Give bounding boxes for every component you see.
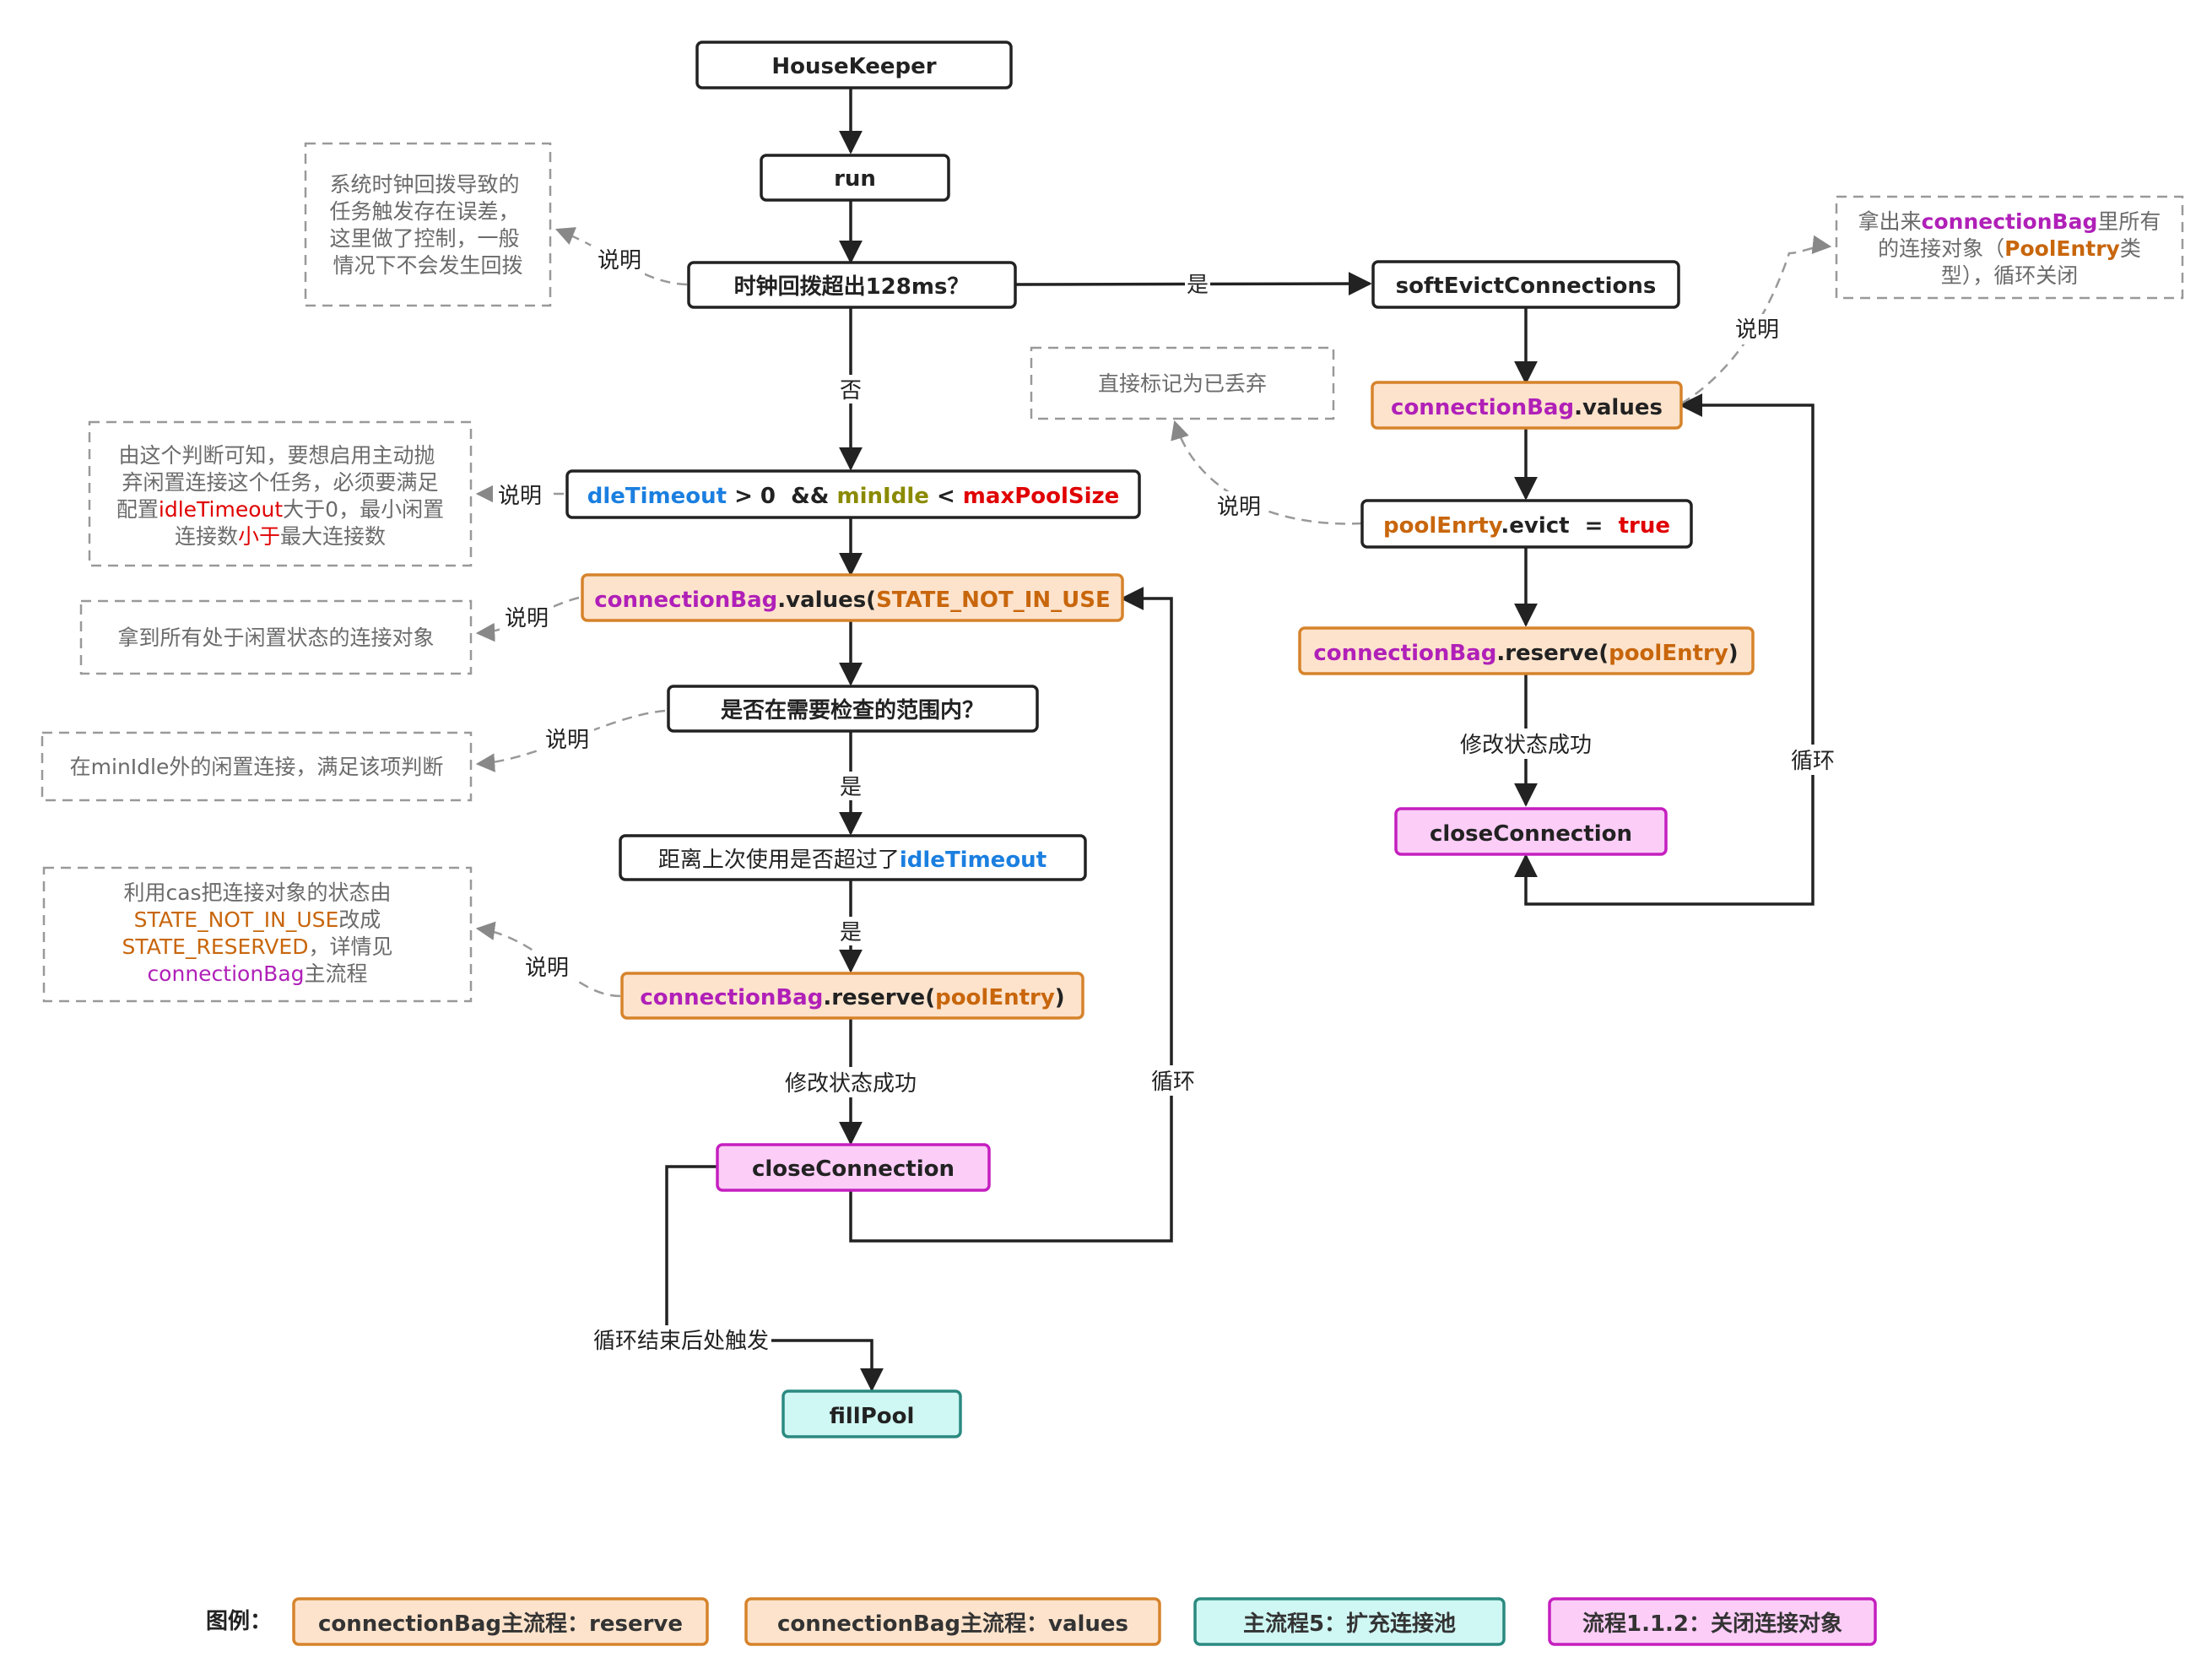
legend-item-fillpool-label: 主流程5：扩充连接池 bbox=[1243, 1611, 1456, 1637]
legend-title: 图例： bbox=[206, 1609, 272, 1634]
note-getall-box bbox=[79, 599, 473, 675]
node-fillpool-label: fillPool bbox=[830, 1404, 915, 1429]
note-cas-line-1: 利用cas把连接对象的状态由 bbox=[123, 880, 391, 905]
flow-edges bbox=[665, 89, 1814, 1392]
label-loop-end: 循环结束后处触发 bbox=[593, 1329, 769, 1354]
node-close-right-label: closeConnection bbox=[1430, 821, 1632, 847]
legend-item-reserve bbox=[292, 1597, 709, 1646]
label-explain-inrange: 说明 bbox=[545, 728, 589, 753]
node-evict-label: poolEnrty.evict = true bbox=[1383, 513, 1670, 539]
legend: 图例： connectionBag主流程：reserve connectionB… bbox=[206, 1597, 1877, 1646]
explain-edge-evict bbox=[1171, 420, 1363, 525]
note-cas-line-4: connectionBag主流程 bbox=[147, 961, 367, 986]
explain-edge-clock bbox=[554, 227, 688, 286]
label-explain-clock: 说明 bbox=[598, 248, 641, 274]
node-reserve-left[interactable] bbox=[620, 972, 1084, 1020]
notes: 系统时钟回拨导致的 任务触发存在误差， 这里做了控制，一般 情况下不会发生回拨 … bbox=[41, 142, 2184, 1003]
label-explain-values-right: 说明 bbox=[1735, 317, 1779, 343]
label-modify-success-left: 修改状态成功 bbox=[785, 1071, 917, 1097]
node-values-right-label: connectionBag.values bbox=[1391, 395, 1663, 420]
note-cas-line-3: STATE_RESERVED，详情见 bbox=[122, 934, 393, 959]
label-explain-values: 说明 bbox=[505, 606, 549, 631]
svg-text:由这个判断可知，要想启用主动抛 弃闲置连接这个任: 由这个判断可知，要想启用主动抛 弃闲置连接这个任务，必须要满足 bbox=[119, 443, 442, 495]
node-close-right[interactable] bbox=[1394, 807, 1668, 856]
label-yes-idle: 是 bbox=[840, 920, 862, 945]
label-no: 否 bbox=[840, 378, 862, 404]
node-housekeeper-label: HouseKeeper bbox=[771, 54, 936, 79]
note-fetch-line-2: 的连接对象（PoolEntry类 bbox=[1878, 236, 2141, 261]
node-run[interactable] bbox=[760, 154, 950, 202]
note-cas-box bbox=[42, 866, 473, 1003]
note-enable-line-3: 配置idleTimeout大于0，最小闲置 bbox=[116, 497, 444, 522]
legend-item-reserve-label: connectionBag主流程：reserve bbox=[318, 1611, 683, 1637]
note-clock-line-4: 情况下不会发生回拨 bbox=[333, 253, 522, 278]
edge-labels: 是 否 是 是 修改状态成功 循环 循环结束后处触发 修改状态成功 循环 说明 … bbox=[493, 245, 1838, 1356]
node-fillpool[interactable] bbox=[782, 1389, 962, 1438]
note-fetch-line-3: 型），循环关闭 bbox=[1941, 263, 2079, 288]
node-idle-check[interactable] bbox=[619, 834, 1087, 881]
node-in-range[interactable] bbox=[667, 685, 1039, 733]
node-run-label: run bbox=[834, 166, 876, 192]
legend-item-fillpool bbox=[1193, 1597, 1506, 1646]
legend-item-close bbox=[1548, 1597, 1877, 1646]
note-enable-line-1: 由这个判断可知，要想启用主动抛 bbox=[119, 443, 435, 468]
legend-item-values-label: connectionBag主流程：values bbox=[777, 1611, 1128, 1637]
note-mark-text: 直接标记为已丢弃 bbox=[1098, 371, 1267, 396]
note-clock-box bbox=[304, 142, 552, 307]
note-enable-box bbox=[88, 420, 473, 567]
node-in-range-label: 是否在需要检查的范围内？ bbox=[721, 697, 984, 723]
note-fetch-box bbox=[1835, 195, 2184, 300]
node-soft-evict-label: softEvictConnections bbox=[1396, 274, 1657, 299]
label-loop-left: 循环 bbox=[1151, 1070, 1195, 1095]
label-modify-success-right: 修改状态成功 bbox=[1460, 733, 1592, 758]
node-soft-evict[interactable] bbox=[1371, 260, 1680, 309]
nodes: HouseKeeper run 时钟回拨超出128ms？ dleTimeout … bbox=[565, 41, 1755, 1438]
svg-text:系统时钟回拨导致的 任务触发存在误差，: 系统时钟回拨导致的 任务触发存在误差， 这里做了控制，一般 情况下不会发生回拨 bbox=[330, 172, 527, 278]
note-mark-box bbox=[1030, 346, 1335, 420]
node-housekeeper[interactable] bbox=[695, 41, 1013, 89]
node-close-left[interactable] bbox=[716, 1143, 991, 1192]
node-values-not-in-use-label: connectionBag.values(STATE_NOT_IN_USE bbox=[594, 588, 1111, 613]
label-loop-right: 循环 bbox=[1791, 749, 1835, 774]
note-getall-text: 拿到所有处于闲置状态的连接对象 bbox=[117, 626, 434, 650]
note-fetch-line-1: 拿出来connectionBag里所有 bbox=[1858, 209, 2161, 234]
node-condition[interactable] bbox=[565, 469, 1141, 519]
note-outside-text: 在minIdle外的闲置连接，满足该项判断 bbox=[70, 755, 444, 779]
label-yes-inrange: 是 bbox=[840, 775, 862, 800]
node-close-left-label: closeConnection bbox=[752, 1156, 955, 1182]
note-enable-line-2: 弃闲置连接这个任务，必须要满足 bbox=[122, 470, 438, 495]
node-reserve-right[interactable] bbox=[1298, 626, 1755, 675]
node-clock-check[interactable] bbox=[687, 261, 1017, 309]
node-clock-check-label: 时钟回拨超出128ms？ bbox=[734, 274, 970, 300]
edge-close-fillpool bbox=[665, 1165, 884, 1392]
note-clock-line-3: 这里做了控制，一般 bbox=[330, 226, 520, 251]
note-outside-box bbox=[41, 731, 473, 802]
edge-close-loop-left bbox=[849, 587, 1173, 1243]
note-clock-line-1: 系统时钟回拨导致的 bbox=[330, 172, 520, 197]
label-explain-cond: 说明 bbox=[498, 484, 542, 509]
node-reserve-left-label: connectionBag.reserve(poolEntry) bbox=[640, 985, 1064, 1010]
node-idle-check-label: 距离上次使用是否超过了idleTimeout bbox=[658, 848, 1047, 873]
node-values-not-in-use[interactable] bbox=[581, 573, 1124, 622]
label-explain-evict: 说明 bbox=[1217, 495, 1261, 520]
note-enable-line-4: 连接数小于最大连接数 bbox=[175, 524, 386, 549]
explain-edge-values-right bbox=[1680, 235, 1832, 405]
label-explain-reserve: 说明 bbox=[525, 956, 569, 981]
explain-edge-inrange bbox=[475, 709, 666, 772]
node-reserve-right-label: connectionBag.reserve(poolEntry) bbox=[1313, 641, 1738, 666]
note-cas-line-2: STATE_NOT_IN_USE改成 bbox=[134, 907, 381, 932]
legend-item-close-label: 流程1.1.2：关闭连接对象 bbox=[1582, 1611, 1842, 1637]
note-clock-line-2: 任务触发存在误差， bbox=[330, 199, 520, 224]
node-evict[interactable] bbox=[1360, 499, 1693, 549]
label-yes-softevict: 是 bbox=[1187, 273, 1209, 298]
legend-item-values bbox=[744, 1597, 1161, 1646]
node-values-right[interactable] bbox=[1371, 381, 1683, 430]
node-condition-label: dleTimeout > 0 && minIdle < maxPoolSize bbox=[587, 484, 1120, 509]
